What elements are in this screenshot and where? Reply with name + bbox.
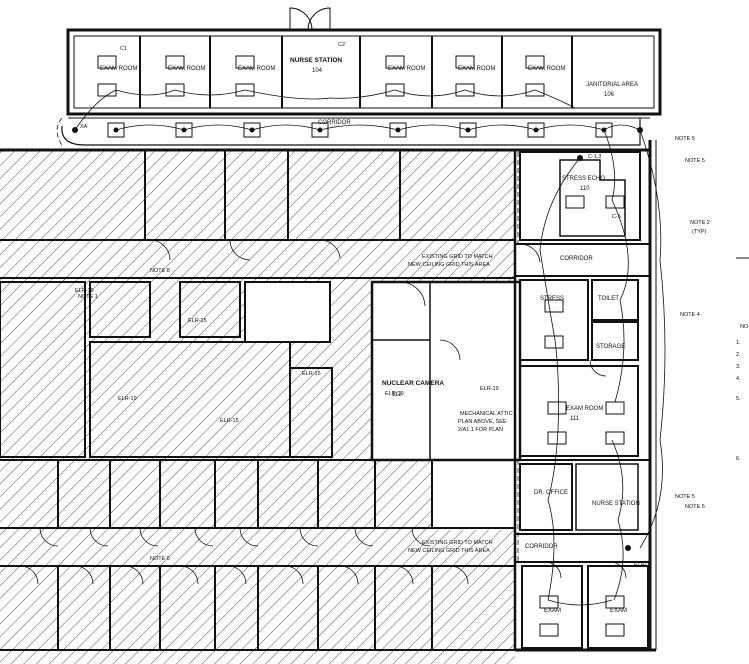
- notes: NOTE 8 NOTE 6 NOTE 5 NOTE 5 NOTE 5 NOTE …: [75, 124, 710, 568]
- corridor-label-top: CORRIDOR: [318, 120, 351, 126]
- room-label-nurse-station: NURSE STATION: [290, 57, 342, 64]
- clear-areas: [245, 282, 520, 530]
- circuit-labels: C1 C2 C-5 C-1,3: [120, 42, 621, 220]
- room-label-stress: STRESS: [540, 296, 564, 302]
- room-number-janitorial: 106: [604, 92, 615, 98]
- note-1: NOTE 1: [78, 294, 98, 300]
- note-5-a: NOTE 5: [675, 136, 695, 142]
- walls: [0, 7, 662, 652]
- note-4: NOTE 4: [680, 312, 700, 318]
- room-number-nuclear-camera: 112: [392, 392, 402, 398]
- elr-label-4: ELR-15: [220, 418, 239, 424]
- room-label-exam-6: EXAM ROOM: [528, 66, 565, 72]
- legend-item-3: 3.: [736, 364, 741, 370]
- room-label-exam-1: EXAM ROOM: [100, 66, 137, 72]
- room-number-exam-right: 111: [570, 416, 580, 422]
- legend-item-2: 2.: [736, 352, 741, 358]
- room-label-exam-bottom-1: EXAM: [544, 608, 561, 614]
- mech-attic-note-1: MECHANICAL ATTIC: [460, 411, 513, 417]
- grid-note-1b: NEW CEILING GRID THIS AREA: [408, 262, 490, 268]
- note-5-c: NOTE 5: [675, 494, 695, 500]
- room-label-exam-2: EXAM ROOM: [168, 66, 205, 72]
- circuit-c5: C-5: [612, 214, 621, 220]
- legend-item-4: 4.: [736, 376, 741, 382]
- legend-heading: NO: [740, 324, 749, 330]
- elr-label-6: ELR-19: [385, 391, 404, 397]
- elr-1-label: ELR-1: [634, 562, 650, 568]
- room-label-storage: STORAGE: [596, 344, 625, 350]
- elr-label-7: ELR-19: [480, 386, 499, 392]
- legend-item-5: 5.: [736, 396, 741, 402]
- note-2-typ: (TYP): [692, 229, 707, 235]
- door-swings: [19, 239, 627, 585]
- circuit-c2: C2: [338, 42, 345, 48]
- room-label-toilet: TOILET: [598, 296, 619, 302]
- note-5-b: NOTE 5: [685, 158, 705, 164]
- legend-item-6: 6.: [736, 456, 741, 462]
- mech-attic-note-2: PLAN ABOVE, SEE: [458, 419, 507, 425]
- room-label-dr-office: DR. OFFICE: [534, 490, 568, 496]
- room-labels: EXAM ROOM EXAM ROOM EXAM ROOM EXAM ROOM …: [100, 57, 640, 614]
- circuit-c13: C-1,3: [588, 154, 601, 160]
- mech-attic-note-3: 2/A1.1 FOR PLAN: [458, 427, 503, 433]
- room-label-exam-5: EXAM ROOM: [458, 66, 495, 72]
- grid-note-2a: EXISTING GRID TO MATCH: [422, 540, 493, 546]
- room-label-janitorial: JANITORIAL AREA: [586, 82, 638, 88]
- room-label-stress-echo: STRESS ECHO: [562, 176, 605, 182]
- room-label-exam-3: EXAM ROOM: [238, 66, 275, 72]
- room-label-exam-bottom-2: EXAM: [610, 608, 627, 614]
- circuit-wiring: [74, 89, 666, 606]
- note-8: NOTE 8: [150, 268, 170, 274]
- corridor-label-mid: CORRIDOR: [560, 256, 593, 262]
- right-legend: NO 1. 2. 3. 4. 5. 6.: [736, 257, 749, 462]
- circuit-c1: C1: [120, 46, 127, 52]
- note-5-d: NOTE 5: [685, 504, 705, 510]
- room-label-nuclear-camera: NUCLEAR CAMERA: [382, 380, 444, 387]
- grid-note-1a: EXISTING GRID TO MATCH: [422, 254, 493, 260]
- xa-label: XA: [80, 124, 88, 130]
- legend-item-1: 1.: [736, 340, 741, 346]
- room-number-stress-echo: 110: [580, 186, 590, 192]
- elr-label-1: ELR-19: [75, 288, 94, 294]
- elr-label-5: ELR-15: [302, 371, 321, 377]
- room-label-nurse-station-right: NURSE STATION: [592, 501, 640, 507]
- note-2: NOTE 2: [690, 220, 710, 226]
- room-number-nurse-station: 104: [312, 68, 323, 74]
- grid-note-2b: NEW CEILING GRID THIS AREA: [408, 548, 490, 554]
- elr-label-3: ELR-19: [118, 396, 137, 402]
- elr-label-2: ELR-15: [188, 318, 207, 324]
- room-label-exam-4: EXAM ROOM: [388, 66, 425, 72]
- room-label-exam-right: EXAM ROOM: [566, 406, 603, 412]
- note-6: NOTE 6: [150, 556, 170, 562]
- dashed-borders: [56, 117, 519, 562]
- corridor-label-bottom: CORRIDOR: [525, 544, 558, 550]
